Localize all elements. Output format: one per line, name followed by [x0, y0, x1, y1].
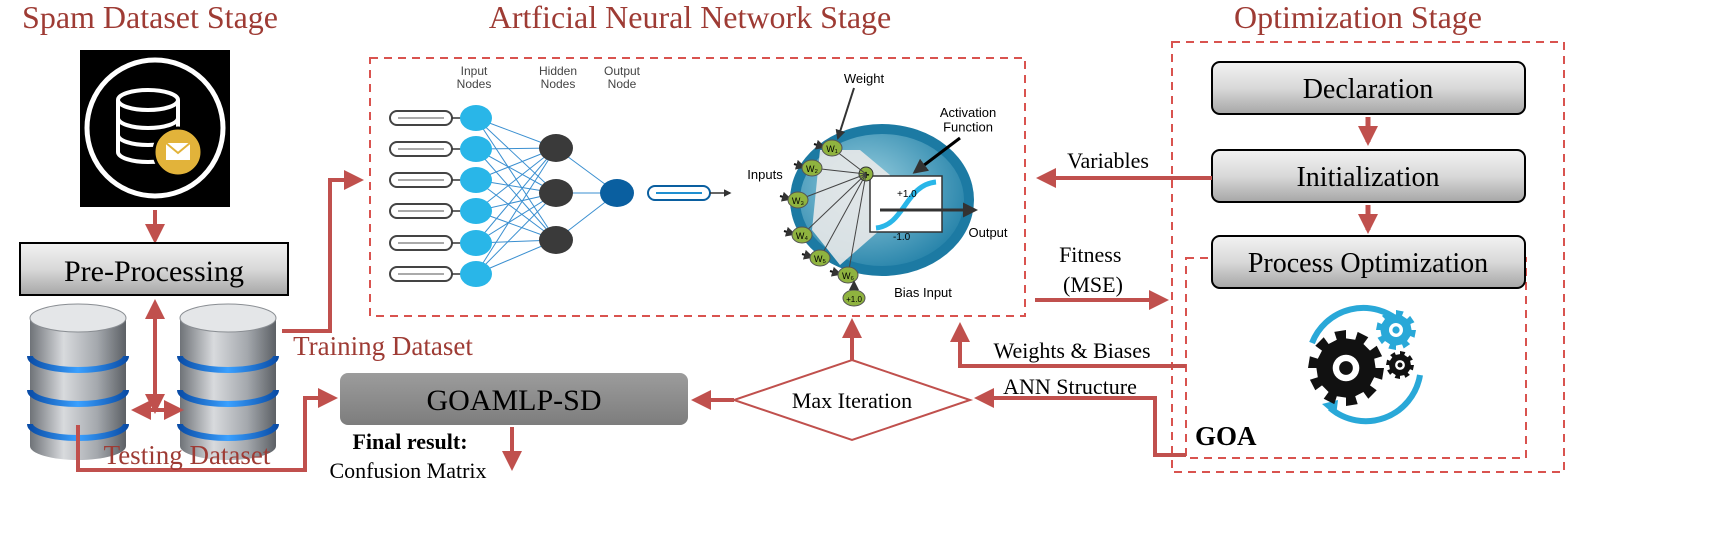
- weight-node-label: W₁: [826, 144, 838, 154]
- initialization-label: Initialization: [1296, 162, 1439, 193]
- bias-node-label: +1.0: [846, 295, 862, 304]
- weight-node-label: W₆: [842, 271, 854, 281]
- max-iteration-diamond: Max Iteration: [730, 358, 974, 442]
- fitness-label: Fitness (MSE): [1059, 242, 1127, 297]
- inputs-label: Inputs: [747, 167, 783, 182]
- confusion-matrix-label: Confusion Matrix: [329, 458, 486, 483]
- weight-node-label: W₄: [796, 231, 808, 241]
- ann-network-diagram: [389, 105, 732, 287]
- declaration-label: Declaration: [1303, 74, 1434, 105]
- weight-nodes: W₁ W₂ W₃ W₄ W₅ W₆ +1.0: [779, 139, 867, 307]
- goamlp-sd-label: GOAMLP-SD: [426, 384, 601, 417]
- weight-label: Weight: [844, 71, 885, 86]
- title-optimization-stage: Optimization Stage: [1234, 0, 1482, 35]
- process-optimization-box: Process Optimization: [1211, 235, 1526, 289]
- title-ann-stage: Artficial Neural Network Stage: [489, 0, 892, 35]
- preprocessing-box: Pre-Processing: [19, 242, 289, 296]
- process-optimization-label: Process Optimization: [1248, 248, 1488, 279]
- final-result-label: Final result:: [352, 429, 467, 454]
- variables-label: Variables: [1067, 148, 1149, 173]
- spam-database-icon: [80, 50, 230, 207]
- activation-plus-label: +1.0: [897, 189, 917, 200]
- weight-node-label: W₃: [792, 196, 804, 206]
- weights-biases-label: Weights & Biases: [993, 338, 1150, 363]
- goa-label: GOA: [1195, 421, 1257, 451]
- database-cylinder-icon: [27, 303, 129, 460]
- weight-node-label: W₂: [806, 164, 818, 174]
- training-dataset-label: Training Dataset: [293, 331, 473, 361]
- goamlp-sd-box: GOAMLP-SD: [340, 373, 688, 425]
- activation-minus-label: -1.0: [893, 232, 911, 243]
- ann-stage-frame: [369, 57, 1026, 317]
- testing-dataset-label: Testing Dataset: [104, 440, 271, 470]
- ann-structure-label: ANN Structure: [1003, 374, 1137, 399]
- declaration-box: Declaration: [1211, 61, 1526, 115]
- gears-icon: [1308, 304, 1423, 425]
- output-label: Output: [968, 225, 1007, 240]
- weight-node-label: W₅: [814, 254, 826, 264]
- max-iteration-label: Max Iteration: [792, 388, 912, 413]
- bias-input-label: Bias Input: [894, 285, 952, 300]
- initialization-box: Initialization: [1211, 149, 1526, 203]
- preprocessing-label: Pre-Processing: [64, 255, 244, 288]
- title-spam-dataset-stage: Spam Dataset Stage: [22, 0, 278, 35]
- database-cylinder-icon: [177, 303, 279, 460]
- optimization-stage-frame: [1171, 41, 1565, 473]
